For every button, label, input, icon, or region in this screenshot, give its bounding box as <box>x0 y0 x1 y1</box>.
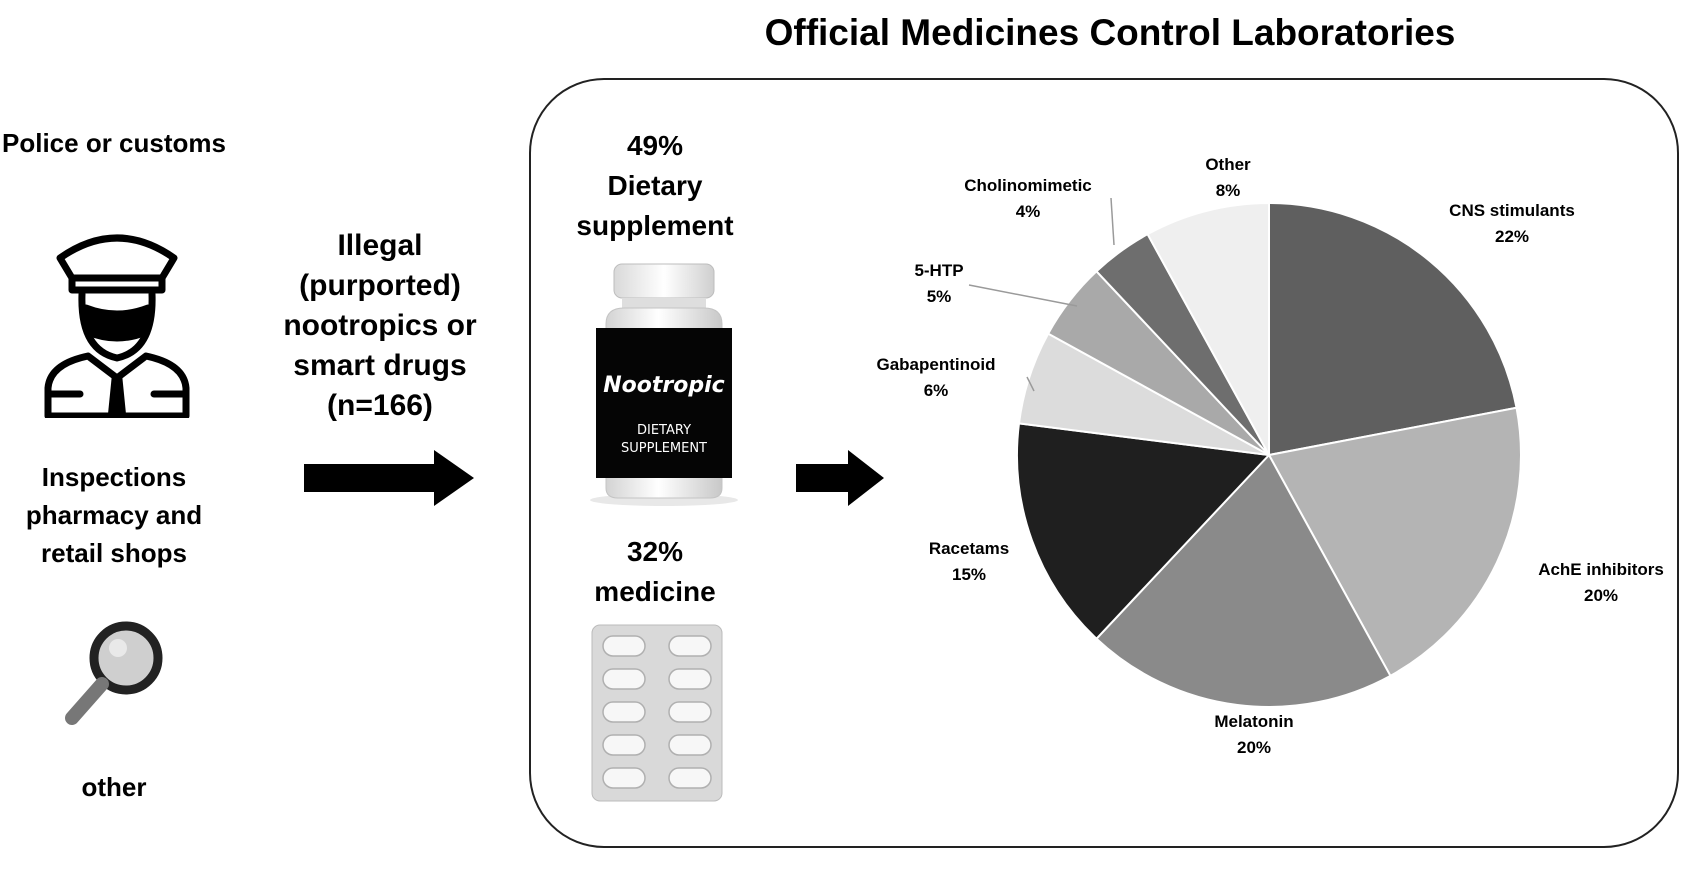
pill <box>668 635 712 657</box>
police-officer-icon <box>44 234 190 418</box>
pie-leader-line <box>1110 197 1115 246</box>
pill <box>668 767 712 789</box>
pie-label: Gabapentinoid <box>877 355 996 374</box>
source-other-label: other <box>81 772 147 802</box>
right-arrow-icon-2 <box>796 450 884 506</box>
pill <box>602 734 646 756</box>
pie-label: Other <box>1205 155 1251 174</box>
pie-label: AchE inhibitors <box>1538 560 1664 579</box>
pie-leader-line <box>1026 376 1035 392</box>
laboratory-frame <box>529 78 1679 848</box>
pie-slice-cns-stimulants <box>1268 201 1518 457</box>
pie-value-label: 8% <box>1216 181 1241 200</box>
blister-pack-icon <box>591 624 723 802</box>
pie-value-label: 6% <box>924 381 949 400</box>
page-title: Official Medicines Control Laboratories <box>764 12 1456 53</box>
pill <box>668 734 712 756</box>
source-police-label: Police or customs <box>2 128 226 158</box>
pie-value-label: 20% <box>1237 738 1271 757</box>
pie-value-label: 20% <box>1584 586 1618 605</box>
pie-slice-racetams <box>1016 422 1272 641</box>
pie-value-label: 15% <box>952 565 986 584</box>
medicine-category-label: 32% medicine <box>594 536 716 607</box>
source-inspections-label: Inspections pharmacy and retail shops <box>25 462 203 568</box>
pie-value-label: 22% <box>1495 227 1529 246</box>
bottle-line2-text: SUPPLEMENT <box>621 441 707 456</box>
pie-value-label: 5% <box>927 287 952 306</box>
pie-leader-line <box>968 284 1078 307</box>
pill <box>602 635 646 657</box>
pie-slice-other <box>1146 201 1270 456</box>
pill <box>602 701 646 723</box>
pie-label: 5-HTP <box>914 261 963 280</box>
flow-label: Illegal (purported) nootropics or smart … <box>283 229 477 422</box>
pie-label: Racetams <box>929 539 1009 558</box>
pie-slice-melatonin <box>1095 453 1392 708</box>
pie-label: Cholinomimetic <box>964 176 1092 195</box>
bottle-brand-text: Nootropic <box>603 373 724 398</box>
right-arrow-icon <box>304 450 474 506</box>
pill <box>668 668 712 690</box>
pie-value-label: 4% <box>1016 202 1041 221</box>
pill <box>602 668 646 690</box>
pill <box>668 701 712 723</box>
magnifier-icon <box>65 621 163 725</box>
supplement-category-label: 49% Dietary supplement <box>576 130 734 241</box>
pill <box>602 767 646 789</box>
bottle-line1-text: DIETARY <box>637 423 691 438</box>
supplement-bottle-icon: Nootropic DIETARY SUPPLEMENT <box>590 263 738 506</box>
pie-label: CNS stimulants <box>1449 201 1575 220</box>
pie-label: Melatonin <box>1214 712 1293 731</box>
pie-slice-ache-inhibitors <box>1267 406 1522 678</box>
